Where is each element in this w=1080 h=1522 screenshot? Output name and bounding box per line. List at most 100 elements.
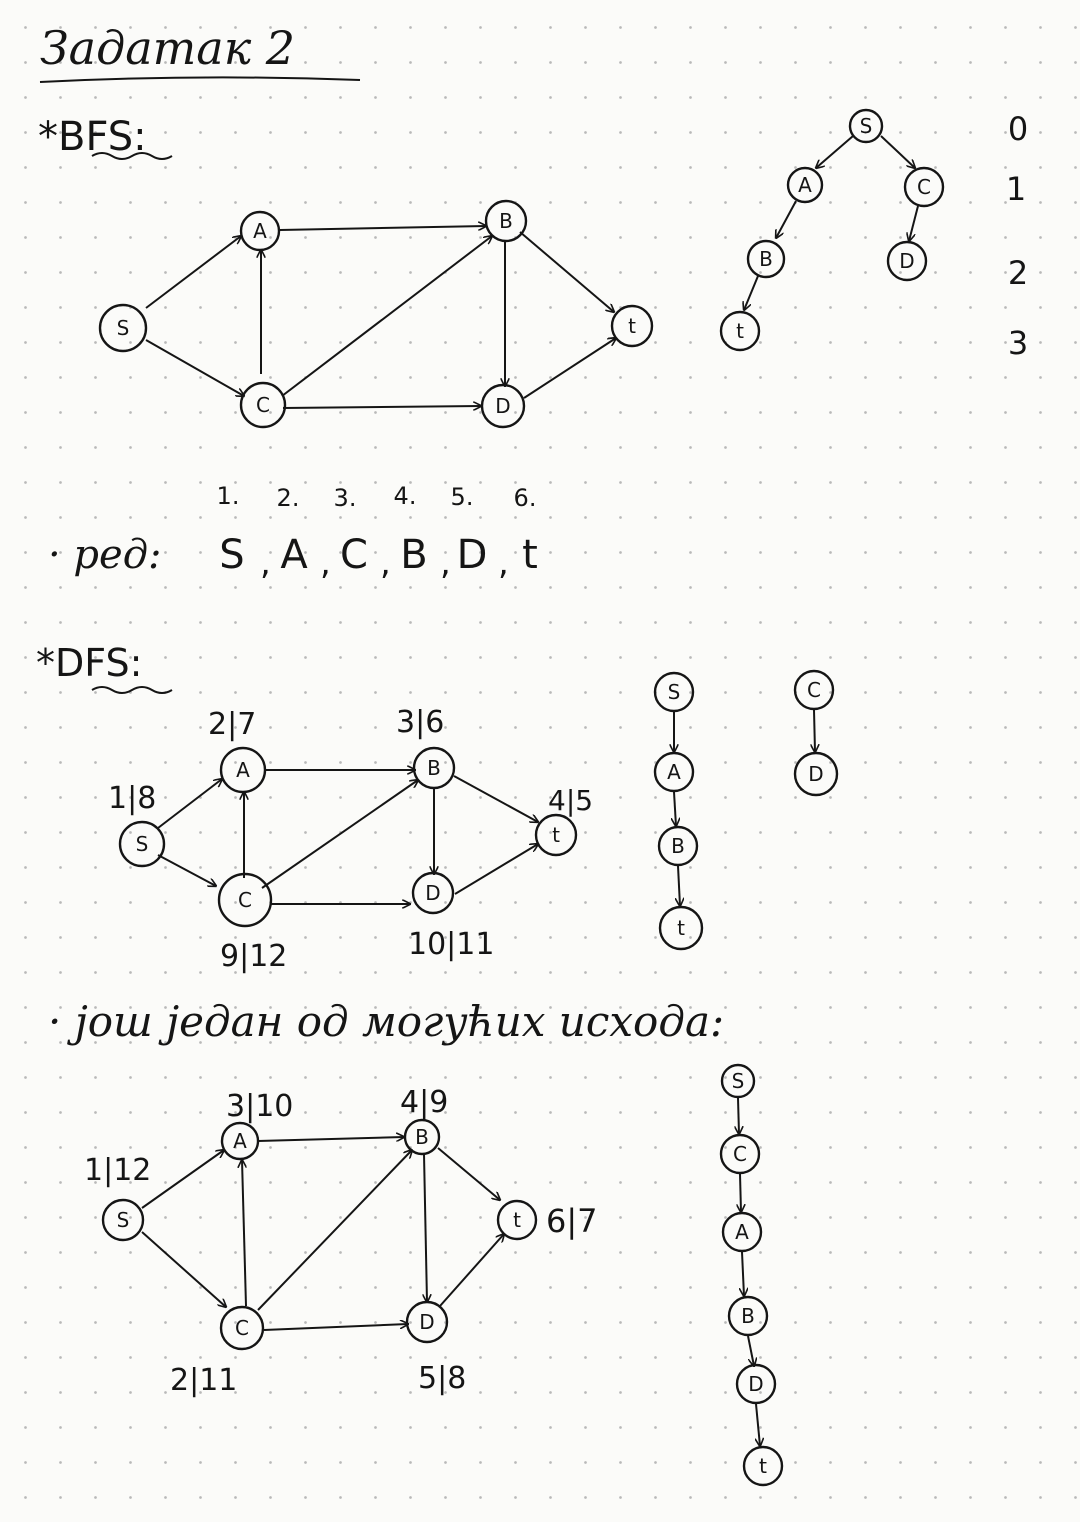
- edge-b-t: [519, 231, 614, 312]
- svg-text:2.: 2.: [277, 484, 300, 512]
- dfs-tree-node-s: S: [653, 671, 695, 713]
- svg-text:A: A: [280, 532, 308, 578]
- svg-text:t: t: [677, 916, 685, 940]
- alt-times: 1|12 3|10 4|9 6|7 2|11 5|8: [84, 1085, 598, 1398]
- svg-text:B: B: [499, 209, 513, 233]
- svg-text:10|11: 10|11: [408, 927, 494, 962]
- tree-node-s: S: [848, 108, 884, 144]
- svg-text:1.: 1.: [217, 482, 240, 510]
- svg-text:B: B: [400, 532, 427, 578]
- svg-text:,: ,: [498, 543, 509, 583]
- dfs-node-c: C: [217, 872, 273, 928]
- svg-text:2: 2: [1008, 254, 1028, 292]
- svg-text:B: B: [759, 247, 773, 271]
- alt-node-s: S: [101, 1198, 145, 1242]
- bfs-node-a: A: [239, 210, 281, 252]
- svg-text:A: A: [735, 1220, 749, 1244]
- svg-text:D: D: [495, 394, 510, 418]
- svg-text:S: S: [117, 316, 130, 340]
- svg-text:t: t: [552, 823, 560, 847]
- alt-node-b: B: [403, 1118, 441, 1156]
- svg-text:1|8: 1|8: [108, 781, 156, 816]
- tree-node-c: C: [903, 166, 945, 208]
- tree-node-d: D: [886, 240, 928, 282]
- bfs-node-b: B: [484, 199, 528, 243]
- svg-text:,: ,: [320, 543, 331, 583]
- bfs-tree: S A C B D t: [719, 108, 945, 352]
- alt-node-c: C: [219, 1305, 265, 1351]
- bfs-heading: *BFS:: [38, 114, 147, 160]
- svg-text:A: A: [233, 1129, 247, 1153]
- svg-text:3|6: 3|6: [396, 705, 444, 740]
- svg-text:S: S: [136, 832, 149, 856]
- alt-tree-node-t: t: [742, 1445, 784, 1487]
- bfs-levels: 0 1 2 3: [1006, 110, 1028, 362]
- svg-text:C: C: [807, 678, 821, 702]
- svg-text:0: 0: [1008, 110, 1028, 148]
- bfs-node-s: S: [98, 303, 148, 353]
- dfs-node-s: S: [118, 820, 166, 868]
- svg-text:A: A: [236, 758, 250, 782]
- svg-text:6|7: 6|7: [546, 1202, 598, 1240]
- svg-text:3: 3: [1008, 324, 1028, 362]
- svg-text:t: t: [736, 319, 744, 343]
- svg-text:9|12: 9|12: [220, 939, 287, 974]
- alt-tree-node-d: D: [735, 1363, 777, 1405]
- page-title: Задатак 2: [40, 21, 295, 75]
- title-underline: [39, 76, 361, 83]
- dfs-node-b: B: [412, 746, 456, 790]
- dfs-node-a: A: [219, 746, 267, 794]
- svg-text:4|9: 4|9: [400, 1085, 448, 1120]
- alt-node-t: t: [496, 1199, 538, 1241]
- alt-node-a: A: [220, 1121, 260, 1161]
- edge-c-b: [281, 236, 492, 397]
- bfs-order-sequence: S , A , C , B , D , t: [219, 532, 538, 583]
- alt-graph: S A C B D t: [101, 1118, 538, 1351]
- svg-text:t: t: [522, 532, 538, 578]
- svg-text:t: t: [759, 1454, 767, 1478]
- svg-text:B: B: [427, 756, 441, 780]
- svg-text:1: 1: [1006, 170, 1026, 208]
- dfs-heading: *DFS:: [36, 641, 142, 685]
- dfs-tree-node-a: A: [653, 751, 695, 793]
- dfs-tree-node-t: t: [658, 905, 704, 951]
- svg-text:2|11: 2|11: [170, 1363, 237, 1398]
- svg-text:,: ,: [380, 543, 391, 583]
- edge-a-b: [279, 226, 486, 231]
- svg-text:C: C: [238, 888, 252, 912]
- edge-d-t: [523, 338, 616, 399]
- svg-text:C: C: [340, 532, 368, 578]
- svg-text:C: C: [235, 1316, 249, 1340]
- svg-text:D: D: [457, 532, 488, 578]
- dfs-tree-node-b: B: [657, 825, 699, 867]
- bfs-node-t: t: [610, 304, 654, 348]
- bfs-node-c: C: [239, 381, 287, 429]
- bfs-underline-wave: [91, 152, 173, 160]
- svg-text:A: A: [667, 760, 681, 784]
- bfs-node-d: D: [480, 383, 526, 429]
- svg-text:,: ,: [260, 543, 271, 583]
- alt-tree-node-a: A: [721, 1211, 763, 1253]
- svg-text:4.: 4.: [394, 482, 417, 510]
- svg-text:D: D: [425, 881, 440, 905]
- dfs-node-t: t: [534, 813, 578, 857]
- alt-tree: S C A B D t: [719, 1063, 784, 1487]
- svg-text:C: C: [917, 175, 931, 199]
- bfs-graph: S A C B D t: [98, 199, 654, 429]
- svg-text:6.: 6.: [514, 484, 537, 512]
- dfs-tree-node-d: D: [793, 751, 839, 797]
- svg-text:B: B: [741, 1304, 755, 1328]
- alt-tree-node-c: C: [719, 1133, 761, 1175]
- dfs-underline-wave: [91, 686, 173, 694]
- svg-text:S: S: [117, 1208, 130, 1232]
- svg-text:5.: 5.: [451, 483, 474, 511]
- svg-text:t: t: [513, 1208, 521, 1232]
- svg-text:D: D: [899, 249, 914, 273]
- dfs-tree-2: C D: [793, 669, 839, 797]
- svg-text:D: D: [808, 762, 823, 786]
- svg-text:,: ,: [440, 543, 451, 583]
- svg-text:B: B: [671, 834, 685, 858]
- svg-text:A: A: [253, 219, 267, 243]
- svg-text:1|12: 1|12: [84, 1153, 151, 1188]
